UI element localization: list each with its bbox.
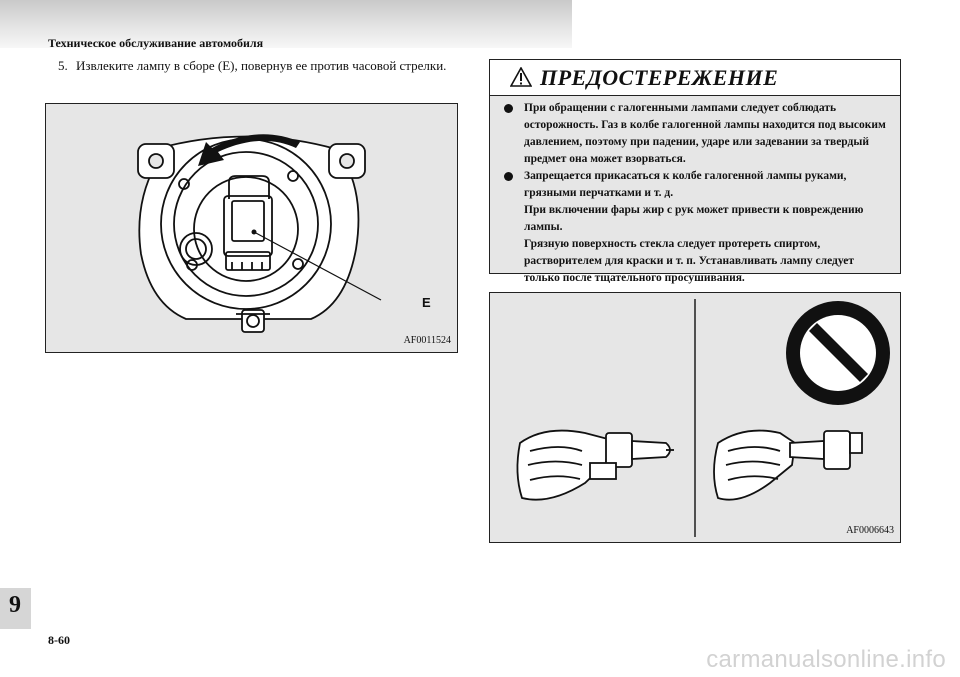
- warning-triangle-icon: [510, 67, 532, 87]
- warning-title: ПРЕДОСТЕРЕЖЕНИЕ: [540, 65, 779, 90]
- warning-item-text: При включении фары жир с рук может приве…: [524, 204, 864, 233]
- watermark: carmanualsonline.info: [706, 646, 946, 673]
- page-number: 8-60: [48, 633, 70, 647]
- section-title: Техническое обслуживание автомобиля: [48, 36, 264, 50]
- warning-header: ПРЕДОСТЕРЕЖЕНИЕ: [490, 60, 900, 96]
- bullet-icon: [504, 172, 513, 181]
- warning-item-text: Грязную поверхность стекла следует проте…: [524, 238, 854, 284]
- warning-item-text: Запрещается прикасаться к колбе галогенн…: [524, 170, 847, 199]
- prohibition-sign-icon: [786, 301, 890, 405]
- bullet-icon: [504, 104, 513, 113]
- step-5: 5. Извлеките лампу в сборе (E), повернув…: [58, 58, 448, 74]
- step-number: 5.: [58, 58, 68, 73]
- warning-body: При обращении с галогенными лампами след…: [490, 96, 900, 287]
- bulb-handling-figure: AF0006643: [489, 292, 901, 543]
- warning-item-2: Запрещается прикасаться к колбе галогенн…: [502, 168, 890, 287]
- lamp-removal-figure: E AF0011524: [45, 103, 458, 353]
- callout-label-e: E: [422, 295, 431, 310]
- bulb-handling-illustration: [516, 299, 890, 537]
- figure-code: AF0011524: [403, 335, 451, 346]
- step-text: Извлеките лампу в сборе (E), повернув ее…: [76, 58, 447, 73]
- lamp-housing-illustration: [137, 134, 382, 333]
- chapter-tab: 9: [0, 588, 31, 629]
- chapter-number: 9: [9, 592, 21, 618]
- warning-box: ПРЕДОСТЕРЕЖЕНИЕ При обращении с галогенн…: [489, 59, 901, 284]
- header-band: [0, 0, 572, 48]
- warning-item-text: При обращении с галогенными лампами след…: [524, 102, 886, 165]
- warning-item-1: При обращении с галогенными лампами след…: [502, 100, 890, 168]
- figure-code: AF0006643: [846, 525, 894, 536]
